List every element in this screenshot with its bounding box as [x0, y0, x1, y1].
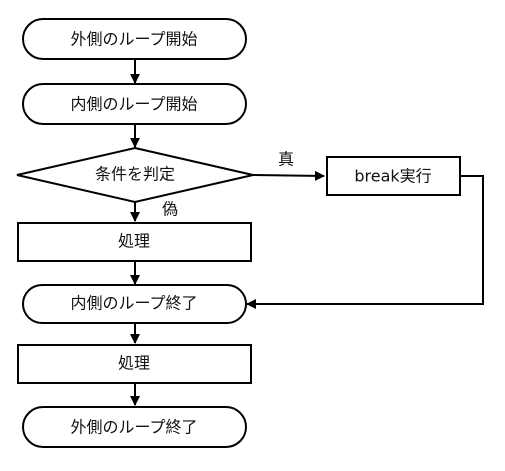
process-1-label: 処理 — [118, 232, 150, 251]
true-edge-label: 真 — [278, 150, 294, 169]
process-shape — [17, 222, 252, 262]
process-shape — [326, 156, 461, 196]
decision-shape — [16, 146, 254, 204]
inner-loop-end-node: 内側のループ終了 — [22, 284, 247, 324]
inner-loop-start-node: 内側のループ開始 — [22, 83, 247, 125]
arrow-break-to-inner-end — [246, 175, 484, 309]
process-shape — [17, 344, 252, 384]
terminal-shape — [22, 18, 247, 60]
break-label: break実行 — [354, 167, 431, 186]
outer-loop-end-label: 外側のループ終了 — [70, 418, 197, 437]
outer-loop-end-node: 外側のループ終了 — [22, 406, 247, 448]
process-2-node: 処理 — [17, 344, 252, 384]
arrow-condition-true-to-break — [252, 170, 325, 181]
process-1-node: 処理 — [17, 222, 252, 262]
outer-loop-start-label: 外側のループ開始 — [70, 30, 197, 49]
break-node: break実行 — [326, 156, 461, 196]
inner-loop-start-label: 内側のループ開始 — [70, 95, 197, 114]
condition-label: 条件を判定 — [95, 165, 175, 184]
process-2-label: 処理 — [118, 354, 150, 373]
inner-loop-end-label: 内側のループ終了 — [70, 294, 197, 313]
connectors — [130, 59, 484, 406]
condition-node: 条件を判定 — [16, 146, 254, 204]
false-edge-label: 偽 — [162, 200, 178, 219]
terminal-shape — [22, 284, 247, 324]
terminal-shape — [22, 406, 247, 448]
outer-loop-start-node: 外側のループ開始 — [22, 18, 247, 60]
terminal-shape — [22, 83, 247, 125]
